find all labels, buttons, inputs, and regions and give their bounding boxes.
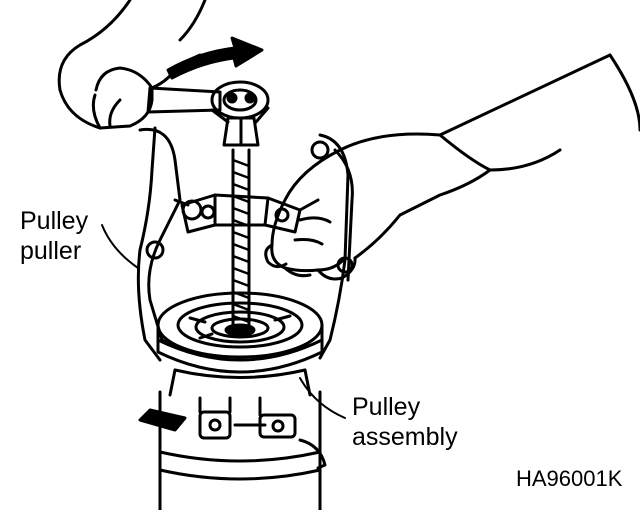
rotation-arrow-icon — [166, 36, 264, 80]
pulley-puller — [136, 116, 354, 362]
assembly-leader-line — [299, 377, 346, 419]
puller-leader-line — [101, 224, 139, 269]
right-hand — [264, 53, 640, 281]
pulley-assembly-label: Pulley assembly — [352, 392, 458, 452]
pulley-puller-label: Pulley puller — [20, 206, 88, 266]
ratchet-wrench — [146, 80, 270, 124]
compressor-body — [138, 368, 327, 510]
pulley-puller-label-line1: Pulley — [20, 207, 89, 235]
left-hand — [57, 0, 207, 130]
pulley-assembly — [156, 291, 324, 374]
pulley-puller-label-line2: puller — [20, 237, 82, 265]
pulley-assembly-label-line1: Pulley — [352, 393, 421, 421]
pulley-assembly-label-line2: assembly — [352, 423, 458, 451]
figure-id: HA96001K — [516, 466, 623, 491]
